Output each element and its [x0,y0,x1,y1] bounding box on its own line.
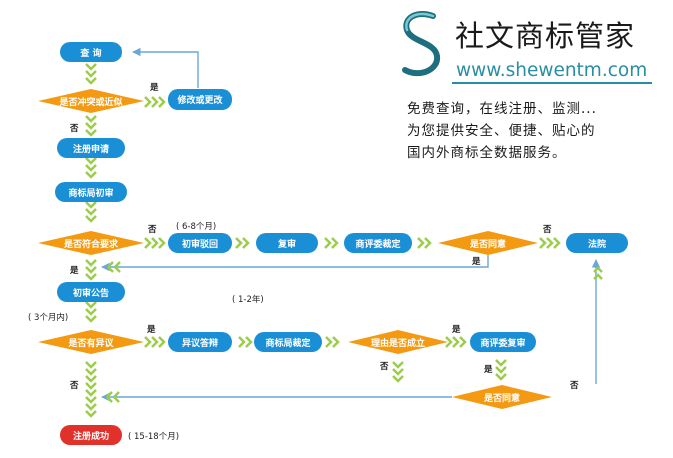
connector-agree-yes-to-announce [101,255,489,272]
decision-objection-label: 是否有异议 [67,337,114,349]
chevron-ruling-to-reason [325,336,340,348]
chevron-reject-to-re-review [235,237,250,249]
label-yes-objection: 是 [146,324,156,335]
node-search: 查 询 [60,42,122,62]
node-court: 法院 [566,233,628,253]
flow-chevrons [85,46,603,418]
brand-name: 社文商标管家 [455,19,636,53]
chevron-first-review-to-meets-req [85,201,97,223]
label-no-conflict: 否 [69,124,79,134]
chevron-into-main-line [106,391,120,403]
node-apply-label: 注册申请 [73,143,109,155]
node-trab-ruling: 商评委裁定 [344,233,412,253]
chevron-reason-no-down [392,361,404,383]
label-no-agree-1: 否 [542,225,552,235]
node-defense: 异议答辩 [168,332,232,352]
chevron-objection-to-success [85,361,97,418]
chevron-up-to-court [593,266,603,280]
label-no-meets-req: 否 [147,225,157,235]
label-yes-meets-req: 是 [69,265,79,276]
node-first-review: 商标局初审 [55,182,127,202]
label-no-objection: 否 [69,381,79,391]
brand-tagline: 免费查询，在线注册、监测... 为您提供安全、便捷、贴心的 国内外商标全数据服务… [407,98,597,164]
decision-conflict: 是否冲突或近似 [38,89,144,113]
decision-reason: 理由是否成立 [348,330,448,354]
chevron-agree-to-court [539,237,561,249]
node-first-review-label: 商标局初审 [68,187,113,199]
node-trab-review: 商评委复审 [470,332,536,352]
node-re-review: 复审 [256,233,318,253]
chevron-into-announce-line [107,261,121,273]
node-tmo-ruling: 商标局裁定 [254,332,322,352]
chevron-apply-to-first-review [85,157,97,179]
label-no-reason: 否 [379,362,389,372]
tagline-line-3: 国内外商标全数据服务。 [407,145,567,161]
node-defense-label: 异议答辩 [182,337,218,349]
decision-conflict-label: 是否冲突或近似 [58,96,122,108]
node-re-review-label: 复审 [277,238,296,250]
chevron-conflict-to-apply [85,115,97,137]
chevron-search-to-conflict [85,63,97,85]
decision-agree-1-label: 是否同意 [469,238,506,250]
decision-meets-requirements-label: 是否符合要求 [63,238,119,250]
brand-logo [402,10,441,77]
chevron-defense-to-ruling [238,336,253,348]
node-modify: 修改或更改 [168,89,232,110]
node-announce: 初审公告 [57,282,125,302]
chevron-meets-req-to-announce [85,259,97,281]
node-trab-review-label: 商评委复审 [480,337,525,349]
logo-s-icon [402,10,441,77]
node-search-label: 查 询 [79,47,101,59]
label-yes-conflict: 是 [149,82,159,93]
label-yes-agree-1: 是 [471,256,481,267]
node-tmo-ruling-label: 商标局裁定 [265,337,311,349]
brand-url[interactable]: www.shewentm.com [456,60,648,81]
node-court-label: 法院 [588,238,606,250]
note-3-months: ( 3个月内) [28,312,68,323]
decision-agree-2: 是否同意 [452,385,552,409]
note-6-8-months: ( 6-8个月) [176,222,216,232]
chevron-objection-to-defense [144,336,166,348]
chevron-conflict-to-modify [144,96,166,108]
node-reject: 初审驳回 [168,233,232,253]
label-yes-reason: 是 [451,324,461,335]
connector-modify-to-search [132,47,199,88]
node-success: 注册成功 [60,425,122,445]
node-announce-label: 初审公告 [73,287,109,299]
brand-underline [452,82,652,84]
node-modify-label: 修改或更改 [176,94,223,106]
label-no-agree-2: 否 [569,381,579,391]
node-reject-label: 初审驳回 [182,238,218,250]
decision-reason-label: 理由是否成立 [371,337,425,349]
tagline-line-1: 免费查询，在线注册、监测... [407,101,597,117]
chevron-reason-to-trab-review [445,336,467,348]
decision-agree-1: 是否同意 [438,231,538,255]
note-1-2-years: ( 1-2年) [232,294,264,305]
node-apply: 注册申请 [57,138,125,158]
node-trab-ruling-label: 商评委裁定 [355,238,401,250]
chevron-announce-to-objection [85,301,97,323]
decision-objection: 是否有异议 [38,330,144,354]
branch-labels: 是 否 否 是 是 否 是 否 是 否 是 否 [69,82,579,391]
duration-notes: ( 6-8个月) ( 1-2年) ( 3个月内) ( 15-18个月) [28,222,264,442]
decision-meets-requirements: 是否符合要求 [38,231,144,255]
chevron-ruling-to-agree [417,237,432,249]
note-15-18-months: ( 15-18个月) [128,432,179,442]
decision-agree-2-label: 是否同意 [483,392,520,404]
chevron-re-review-to-ruling [324,237,339,249]
label-yes-trab-review: 是 [483,364,493,375]
connector-lines [101,47,601,402]
node-success-label: 注册成功 [73,430,109,442]
chevron-trab-review-to-agree2 [495,359,507,381]
chevron-meets-req-to-reject [144,237,166,249]
tagline-line-2: 为您提供安全、便捷、贴心的 [407,123,596,139]
